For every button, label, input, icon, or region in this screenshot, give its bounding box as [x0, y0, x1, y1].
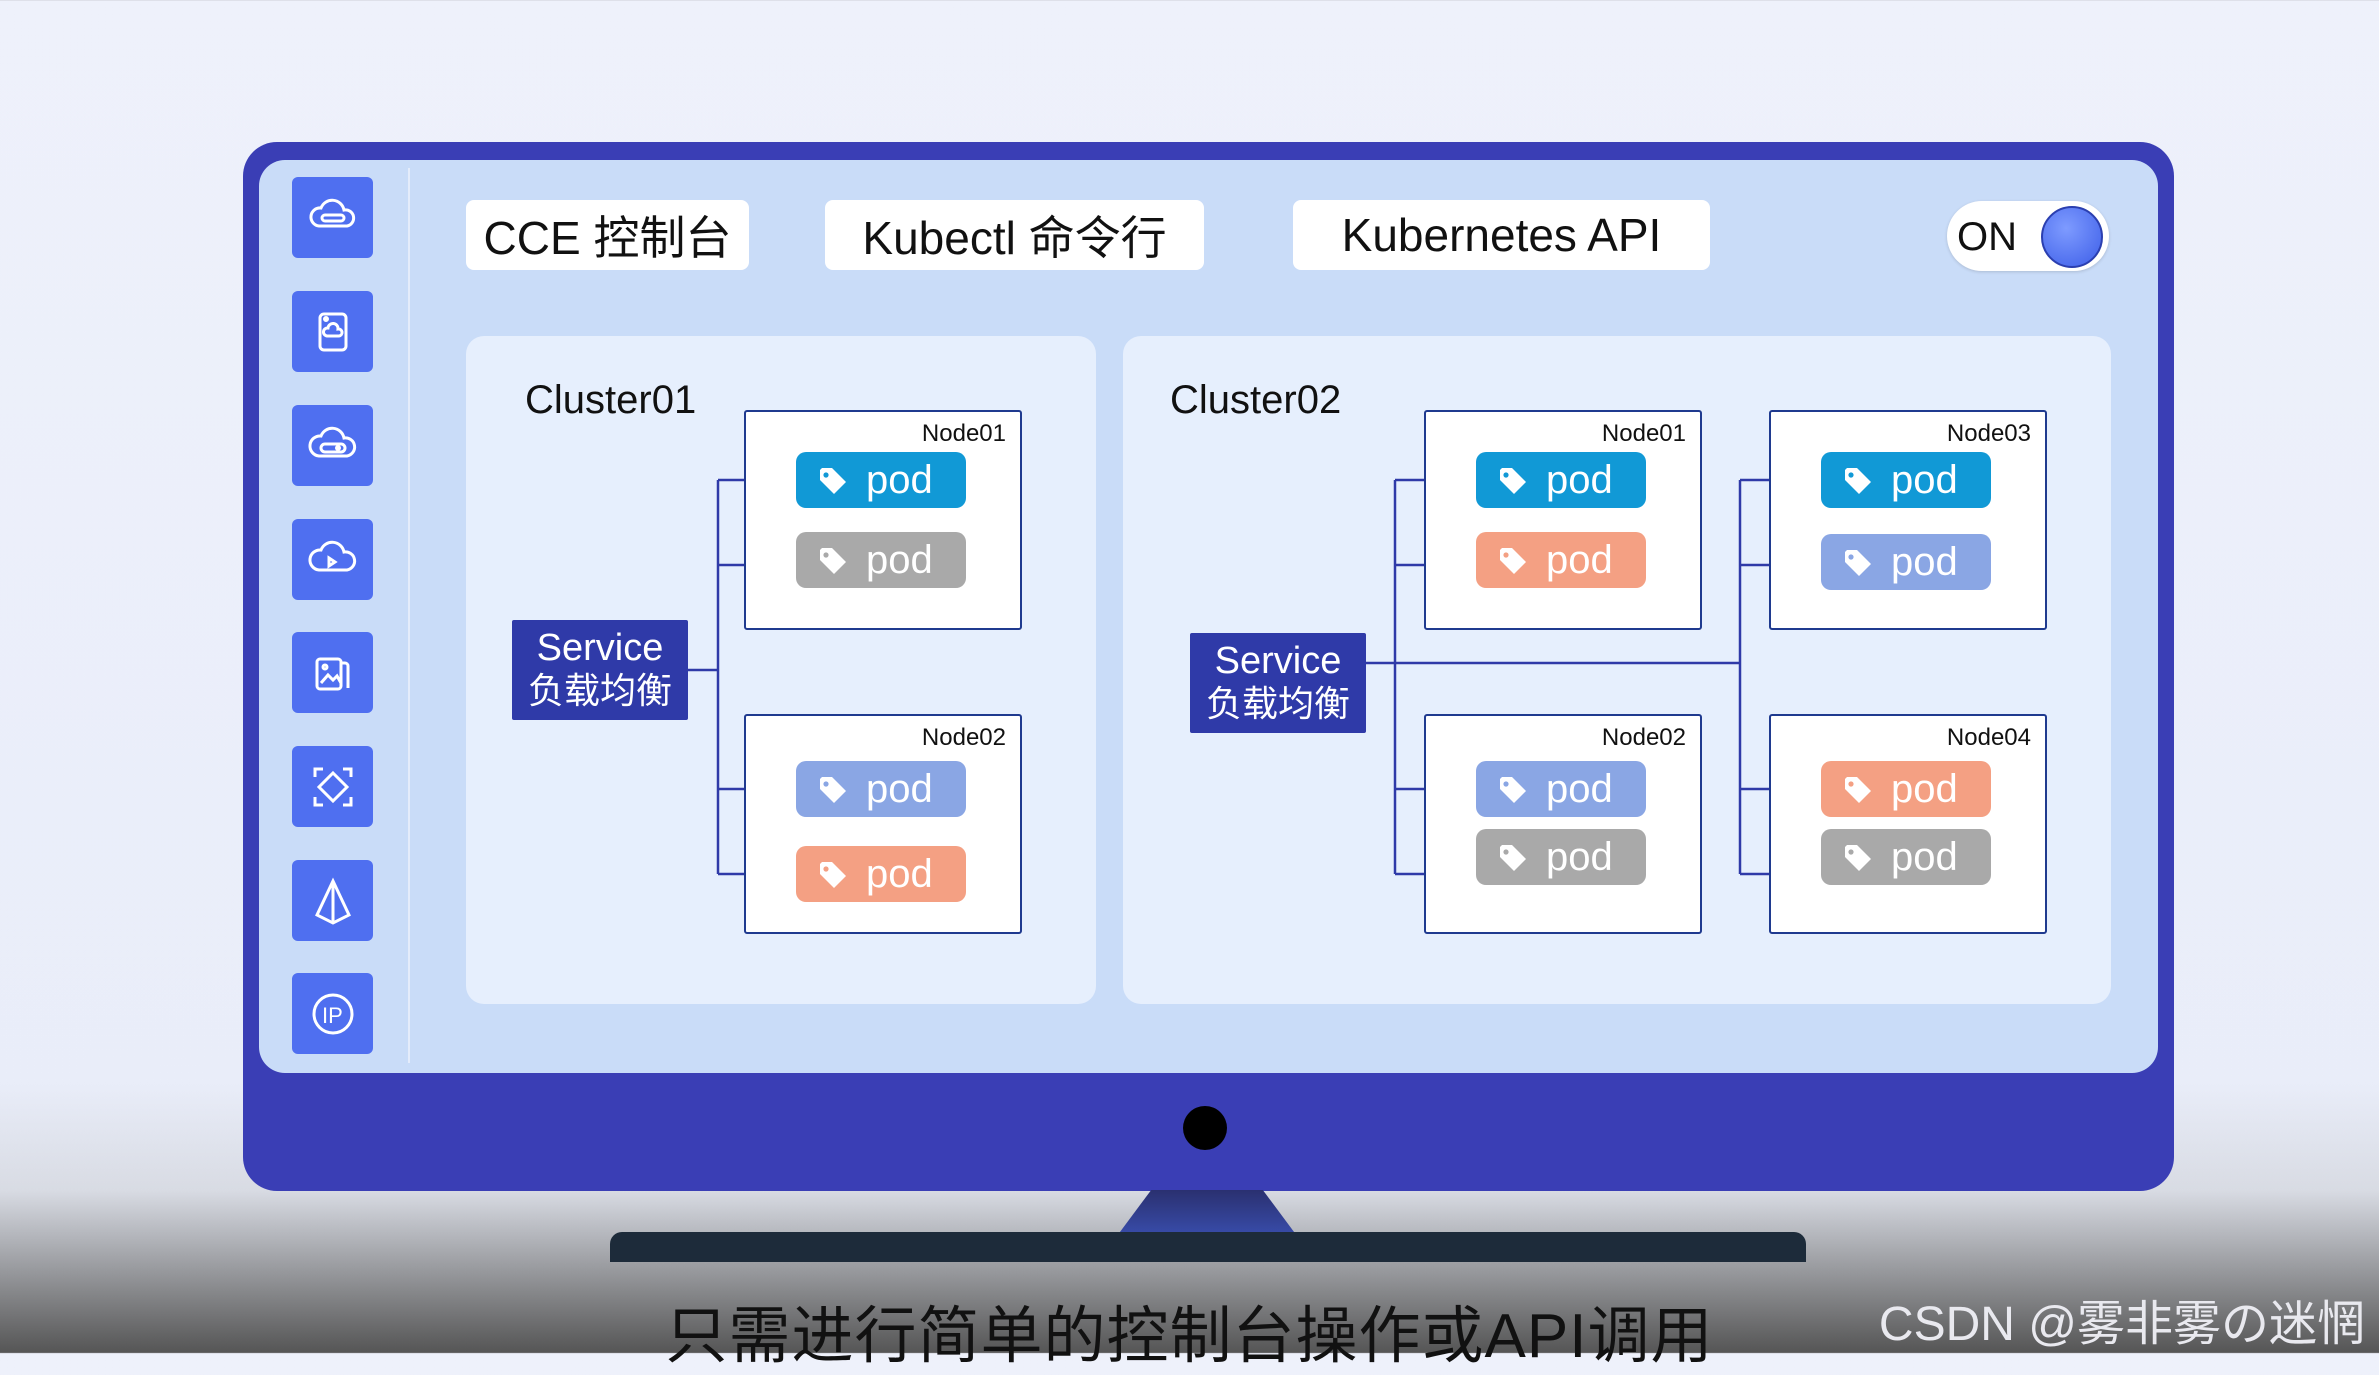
pod-chip[interactable]: pod — [796, 532, 966, 588]
cluster02-service[interactable]: Service 负载均衡 — [1190, 633, 1366, 733]
tag-icon — [796, 464, 866, 496]
tag-icon — [1476, 464, 1546, 496]
monitor-stand-neck — [1114, 1190, 1300, 1240]
service-sublabel: 负载均衡 — [1205, 683, 1350, 724]
pod-chip[interactable]: pod — [796, 846, 966, 902]
pod-label: pod — [866, 457, 933, 502]
cluster01-node01[interactable]: Node01 — [744, 410, 1022, 630]
cluster02-node03[interactable]: Node03 — [1769, 410, 2047, 630]
service-label: Service — [1214, 640, 1342, 682]
tab-kubectl[interactable]: Kubectl 命令行 — [825, 200, 1204, 270]
pod-chip[interactable]: pod — [1821, 534, 1991, 590]
sidebar-divider — [408, 168, 410, 1063]
cluster02-node04[interactable]: Node04 — [1769, 714, 2047, 934]
pod-label: pod — [1546, 766, 1613, 811]
image-stack-icon[interactable] — [292, 632, 373, 713]
pod-label: pod — [1891, 539, 1958, 584]
cluster01-title: Cluster01 — [525, 378, 697, 422]
tag-icon — [1821, 464, 1891, 496]
pod-label: pod — [866, 851, 933, 896]
cluster02-node01[interactable]: Node01 — [1424, 410, 1702, 630]
pod-chip[interactable]: pod — [1821, 452, 1991, 508]
service-label: Service — [536, 627, 664, 669]
tag-icon — [1821, 773, 1891, 805]
pod-label: pod — [1891, 766, 1958, 811]
monitor-stand-base — [610, 1232, 1806, 1262]
pod-chip[interactable]: pod — [1476, 452, 1646, 508]
network-pyramid-icon[interactable] — [292, 860, 373, 941]
pod-chip[interactable]: pod — [796, 761, 966, 817]
node-label: Node01 — [921, 420, 1006, 447]
cluster02-node02[interactable]: Node02 — [1424, 714, 1702, 934]
cloud-server-icon[interactable] — [292, 177, 373, 258]
cluster01-node02[interactable]: Node02 — [744, 714, 1022, 934]
tag-icon — [796, 858, 866, 890]
pod-chip[interactable]: pod — [796, 452, 966, 508]
pod-chip[interactable]: pod — [1821, 761, 1991, 817]
toggle-knob[interactable] — [2041, 206, 2103, 268]
cloud-disk-icon[interactable] — [292, 405, 373, 486]
watermark: CSDN @雾非雾の迷惘 — [1878, 1298, 2365, 1351]
pod-label: pod — [1891, 457, 1958, 502]
pod-label: pod — [1546, 834, 1613, 879]
tab-cce-console[interactable]: CCE 控制台 — [466, 200, 749, 270]
pod-chip[interactable]: pod — [1476, 761, 1646, 817]
tag-icon — [796, 773, 866, 805]
ip-address-icon[interactable]: IP — [292, 973, 373, 1054]
tag-icon — [1476, 773, 1546, 805]
cluster02-title: Cluster02 — [1170, 378, 1342, 422]
on-toggle[interactable]: ON — [1947, 201, 2109, 271]
svg-text:IP: IP — [322, 1003, 343, 1028]
pod-chip[interactable]: pod — [1821, 829, 1991, 885]
pod-chip[interactable]: pod — [1476, 532, 1646, 588]
camera-dot — [1183, 1106, 1227, 1150]
storage-device-icon[interactable] — [292, 291, 373, 372]
pod-chip[interactable]: pod — [1476, 829, 1646, 885]
diamond-frame-icon[interactable] — [292, 746, 373, 827]
tag-icon — [1476, 841, 1546, 873]
pod-label: pod — [866, 766, 933, 811]
tag-icon — [796, 544, 866, 576]
cluster01-service[interactable]: Service 负载均衡 — [512, 620, 688, 720]
node-label: Node02 — [921, 724, 1006, 751]
pod-label: pod — [866, 537, 933, 582]
tag-icon — [1476, 544, 1546, 576]
pod-label: pod — [1546, 537, 1613, 582]
toggle-label: ON — [1957, 215, 2017, 259]
service-sublabel: 负载均衡 — [527, 670, 672, 711]
pod-label: pod — [1891, 834, 1958, 879]
tag-icon — [1821, 841, 1891, 873]
node-label: Node02 — [1601, 724, 1686, 751]
tab-kubernetes-api[interactable]: Kubernetes API — [1293, 200, 1710, 270]
cloud-monitor-icon[interactable] — [292, 519, 373, 600]
node-label: Node01 — [1601, 420, 1686, 447]
node-label: Node03 — [1946, 420, 2031, 447]
pod-label: pod — [1546, 457, 1613, 502]
node-label: Node04 — [1946, 724, 2031, 751]
tag-icon — [1821, 546, 1891, 578]
